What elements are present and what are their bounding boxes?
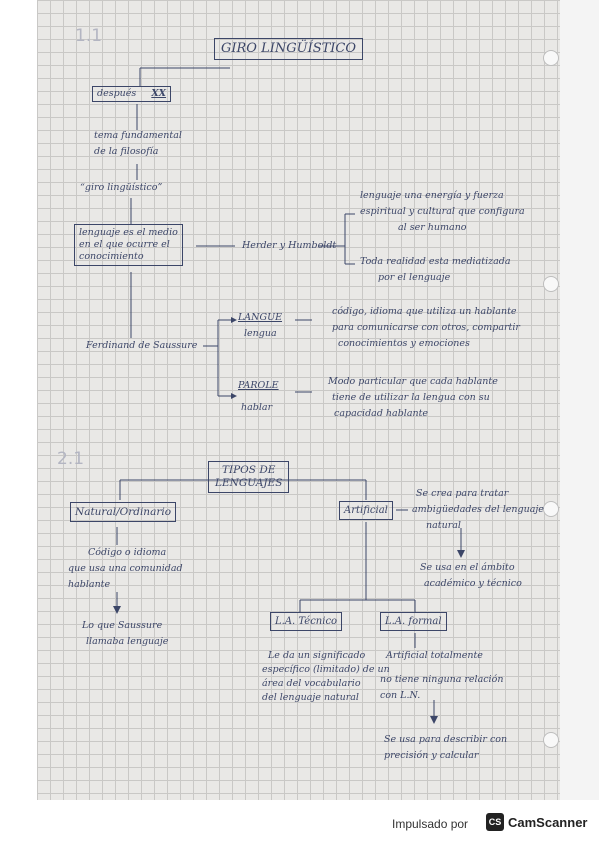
nat-def-line-1: Código o idioma <box>88 547 167 558</box>
parole-label: PAROLE <box>238 380 279 391</box>
tec-def-line-2: específico (limitado) de un <box>262 664 390 675</box>
section-number: 2.1 <box>57 449 85 469</box>
binder-hole <box>543 501 559 517</box>
langue-def-line-3: conocimientos y emociones <box>338 338 470 349</box>
lenguaje-line-1: lenguaje es el medio <box>79 227 178 238</box>
formal-box: L.A. formal <box>380 612 447 631</box>
nat-saussure-line-2: llamaba lenguaje <box>86 636 169 647</box>
hablar-label: hablar <box>241 402 273 413</box>
tec-def-line-3: área del vocabulario <box>262 678 361 689</box>
langue-label: LANGUE <box>238 312 283 323</box>
lengua-label: lengua <box>244 328 277 339</box>
giro-title-box: GIRO LINGÜÍSTICO <box>214 38 364 60</box>
langue-def-line-1: código, idioma que utiliza un hablante <box>332 306 517 317</box>
impulsado-por-text: Impulsado por <box>392 817 469 831</box>
nat-def-line-3: hablante <box>68 579 111 590</box>
lenguaje-line-2: en el que ocurre el <box>79 239 170 250</box>
binder-hole <box>543 732 559 748</box>
binder-hole <box>543 276 559 292</box>
despues-box: después XX <box>92 86 172 102</box>
artificial-box: Artificial <box>339 501 393 520</box>
nat-def-line-2: que usa una comunidad <box>68 563 183 574</box>
page-margin <box>560 0 599 800</box>
despues-text: después <box>97 88 137 99</box>
form-def-line-5: precisión y calcular <box>384 750 479 761</box>
camscanner-icon: CS <box>486 813 504 831</box>
nat-saussure-line-1: Lo que Saussure <box>82 620 163 631</box>
art-def-line-2: ambigüedades del lenguaje <box>412 504 544 515</box>
art-use-line-2: académico y técnico <box>424 578 522 589</box>
form-def-line-1: Artificial totalmente <box>386 650 483 661</box>
form-def-line-3: con L.N. <box>380 690 421 701</box>
notebook-page <box>37 0 560 800</box>
form-def-line-2: no tiene ninguna relación <box>380 674 504 685</box>
energia-line-2: espiritual y cultural que configura <box>360 206 525 217</box>
art-use-line-1: Se usa en el ámbito <box>420 562 515 573</box>
camscanner-logo: CS CamScanner <box>486 813 587 831</box>
energia-line-3: al ser humano <box>398 222 467 233</box>
saussure-label: Ferdinand de Saussure <box>86 340 198 351</box>
herder-humboldt: Herder y Humboldt <box>242 240 337 251</box>
tipos-title-line-1: TIPOS DE <box>221 464 276 476</box>
langue-def-line-2: para comunicarse con otros, compartir <box>332 322 520 333</box>
parole-def-line-1: Modo particular que cada hablante <box>328 376 498 387</box>
art-def-line-3: natural <box>426 520 461 531</box>
realidad-line-2: por el lenguaje <box>378 272 451 283</box>
tema-line-1: tema fundamental <box>94 130 182 141</box>
section-number: 1.1 <box>75 26 103 46</box>
energia-line-1: lenguaje una energía y fuerza <box>360 190 504 201</box>
parole-def-line-2: tiene de utilizar la lengua con su <box>332 392 490 403</box>
tec-def-line-1: Le da un significado <box>268 650 366 661</box>
form-def-line-4: Se usa para describir con <box>384 734 508 745</box>
giro-quote: “giro lingüístico” <box>80 182 163 193</box>
art-def-line-1: Se crea para tratar <box>416 488 509 499</box>
binder-hole <box>543 50 559 66</box>
tecnico-box: L.A. Técnico <box>270 612 343 631</box>
siglo-text: XX <box>151 88 167 99</box>
tec-def-line-4: del lenguaje natural <box>262 692 359 703</box>
lenguaje-line-3: conocimiento <box>79 251 144 262</box>
lenguaje-medio-box: lenguaje es el medio en el que ocurre el… <box>74 224 183 266</box>
realidad-line-1: Toda realidad esta mediatizada <box>360 256 511 267</box>
natural-box: Natural/Ordinario <box>70 502 177 522</box>
camscanner-name: CamScanner <box>508 814 588 830</box>
tipos-title-line-2: LENGUAJES <box>215 477 283 489</box>
parole-def-line-3: capacidad hablante <box>334 408 429 419</box>
tipos-title-box: TIPOS DE LENGUAJES <box>208 461 290 493</box>
tema-line-2: de la filosofía <box>94 146 159 157</box>
